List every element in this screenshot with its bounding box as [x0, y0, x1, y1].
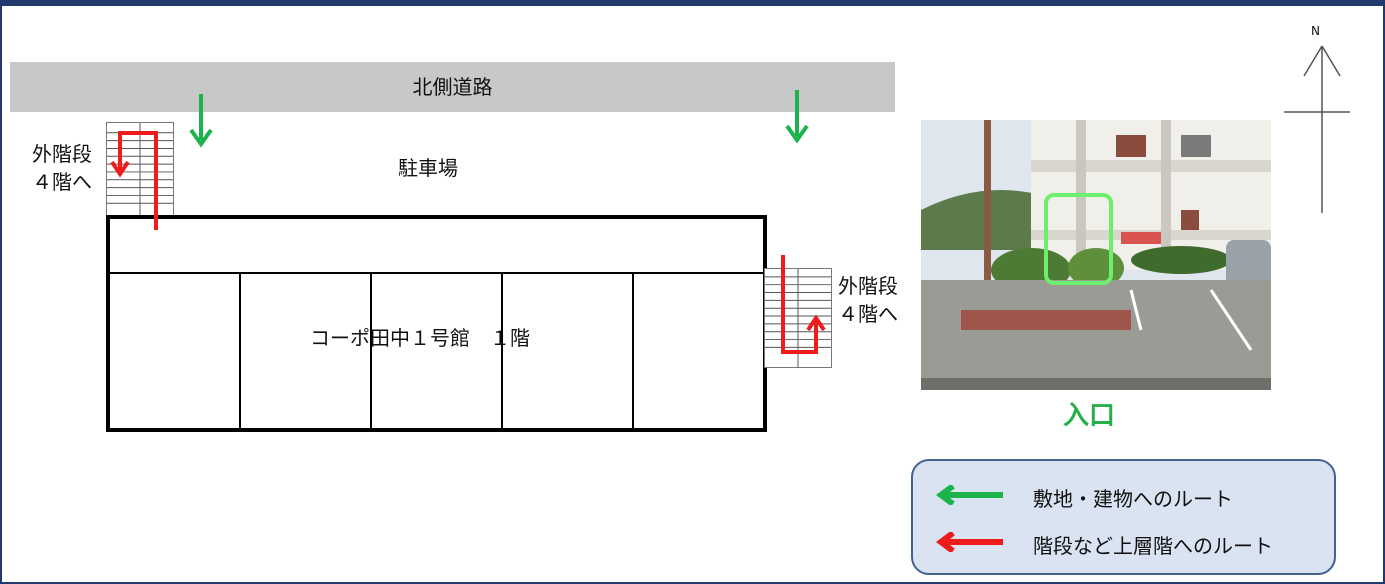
right-stairs-label: 外階段 ４階へ [838, 272, 898, 328]
legend-red-label: 階段など上層階へのルート [1033, 534, 1273, 558]
building-label: コーポ田中１号館 １階 [310, 326, 530, 350]
legend-green-label: 敷地・建物へのルート [1033, 487, 1233, 511]
right-stairs-label-line2: ４階へ [838, 302, 898, 326]
green-route-arrow-left [189, 94, 213, 148]
green-arrow-legend-icon [936, 485, 1003, 505]
left-stairs-label-line2: ４階へ [32, 170, 92, 194]
north-road-label: 北側道路 [412, 75, 493, 99]
route-legend: 敷地・建物へのルート 階段など上層階へのルート [911, 459, 1336, 575]
north-label: N [1311, 24, 1320, 38]
right-external-stairs [764, 268, 832, 368]
right-stairs-label-line1: 外階段 [838, 274, 898, 298]
left-stairs-label-line1: 外階段 [32, 142, 92, 166]
parking-label: 駐車場 [398, 156, 458, 180]
left-external-stairs [106, 122, 174, 217]
left-stairs-label: 外階段 ４階へ [32, 140, 92, 196]
building-floor-plan [106, 215, 767, 432]
north-road [10, 62, 895, 112]
building-corridor [110, 219, 763, 274]
entrance-photo [921, 120, 1271, 390]
unit-1 [110, 274, 241, 428]
north-arrow-icon [1284, 45, 1350, 213]
unit-4 [503, 274, 634, 428]
green-route-arrow-right [785, 90, 809, 144]
red-route-arrow-left-stairs [110, 131, 158, 230]
entrance-highlight-box [1044, 193, 1113, 285]
red-arrow-legend-icon [936, 532, 1003, 552]
red-route-arrow-right-stairs [781, 255, 826, 354]
unit-2 [241, 274, 372, 428]
entrance-caption: 入口 [1063, 401, 1116, 431]
unit-3 [372, 274, 503, 428]
